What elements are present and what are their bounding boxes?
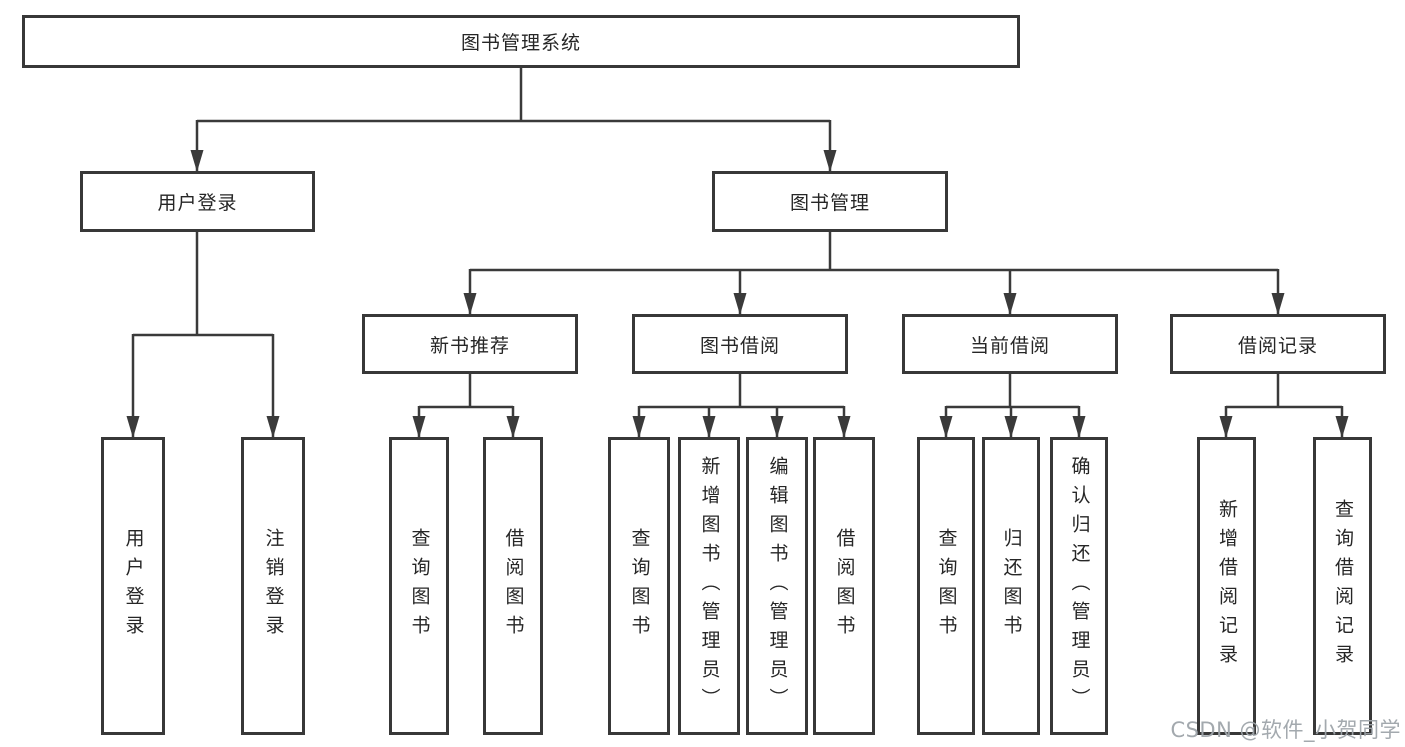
node-borrow-record: 借阅记录 (1170, 314, 1386, 374)
leaf-return-book: 归还图书 (982, 437, 1040, 735)
leaf-label: 注销登录 (262, 528, 285, 644)
leaf-query-books-recommend: 查询图书 (389, 437, 449, 735)
connector-current-borrow (939, 374, 1086, 438)
leaf-label: 新增图书（管理员） (698, 455, 721, 717)
leaf-label: 查询图书 (935, 528, 958, 644)
leaf-query-borrow-record: 查询借阅记录 (1313, 437, 1372, 735)
leaf-add-borrow-record: 新增借阅记录 (1197, 437, 1256, 735)
leaf-add-book-admin: 新增图书（管理员） (678, 437, 740, 735)
leaf-label: 借阅图书 (833, 528, 856, 644)
node-borrow-record-label: 借阅记录 (1237, 334, 1318, 357)
connector-book-management (463, 232, 1285, 315)
connector-user-login (126, 232, 280, 438)
leaf-label: 查询图书 (408, 528, 431, 644)
leaf-user-login: 用户登录 (101, 437, 165, 735)
leaf-confirm-return-admin: 确认归还（管理员） (1050, 437, 1108, 735)
leaf-label: 查询借阅记录 (1332, 499, 1354, 673)
node-root-label: 图书管理系统 (460, 32, 581, 54)
node-current-borrow-label: 当前借阅 (969, 334, 1050, 357)
node-book-management: 图书管理 (712, 171, 948, 232)
node-current-borrow: 当前借阅 (902, 314, 1118, 374)
leaf-label: 归还图书 (1000, 528, 1023, 644)
node-book-borrow: 图书借阅 (632, 314, 848, 374)
connector-new-book-recommend (412, 374, 520, 438)
leaf-label: 确认归还（管理员） (1068, 455, 1091, 717)
leaf-label: 编辑图书（管理员） (766, 455, 789, 717)
leaf-label: 借阅图书 (502, 528, 525, 644)
node-book-management-label: 图书管理 (789, 192, 870, 214)
leaf-label: 查询图书 (628, 528, 651, 644)
leaf-borrow-books-recommend: 借阅图书 (483, 437, 543, 735)
node-root: 图书管理系统 (22, 15, 1020, 68)
connector-book-borrow (632, 374, 851, 438)
connector-borrow-record (1219, 374, 1349, 438)
node-new-book-recommend: 新书推荐 (362, 314, 578, 374)
node-new-book-recommend-label: 新书推荐 (429, 334, 510, 357)
leaf-edit-book-admin: 编辑图书（管理员） (746, 437, 808, 735)
csdn-watermark: CSDN @软件_小贺同学 (1170, 718, 1401, 742)
leaf-borrow-books: 借阅图书 (813, 437, 875, 735)
leaf-logout: 注销登录 (241, 437, 305, 735)
leaf-label: 用户登录 (122, 528, 145, 644)
node-book-borrow-label: 图书借阅 (699, 334, 780, 357)
node-user-login-label: 用户登录 (157, 192, 238, 214)
leaf-label: 新增借阅记录 (1216, 499, 1238, 673)
connector-root (190, 68, 837, 172)
leaf-query-books-borrow: 查询图书 (608, 437, 670, 735)
node-user-login: 用户登录 (80, 171, 315, 232)
leaf-query-books-current: 查询图书 (917, 437, 975, 735)
